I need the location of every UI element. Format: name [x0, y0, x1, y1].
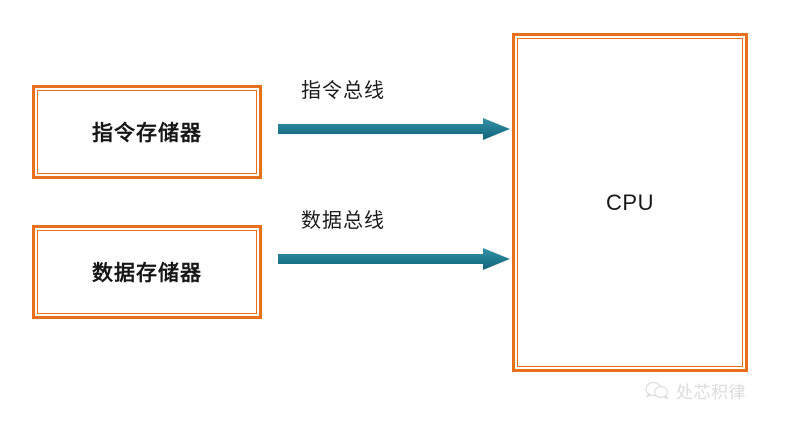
- node-instruction-memory: 指令存储器: [32, 85, 262, 179]
- wechat-bubbles-icon: [645, 381, 669, 400]
- connector-instruction-bus-label: 指令总线: [301, 78, 385, 102]
- node-cpu-label: CPU: [606, 189, 654, 215]
- watermark-text: 处芯积律: [676, 383, 746, 403]
- arrow-right-icon: [278, 118, 510, 140]
- connector-data-bus-label: 数据总线: [301, 208, 385, 232]
- node-cpu: CPU: [512, 33, 748, 372]
- connector-instruction-bus-arrow-icon: [278, 116, 510, 142]
- node-data-memory: 数据存储器: [32, 225, 262, 319]
- connector-data-bus-arrow-icon: [278, 246, 510, 272]
- node-data-memory-label: 数据存储器: [92, 261, 202, 285]
- arrow-right-icon: [278, 248, 510, 270]
- node-instruction-memory-label: 指令存储器: [92, 121, 202, 145]
- watermark: 处芯积律: [645, 378, 746, 403]
